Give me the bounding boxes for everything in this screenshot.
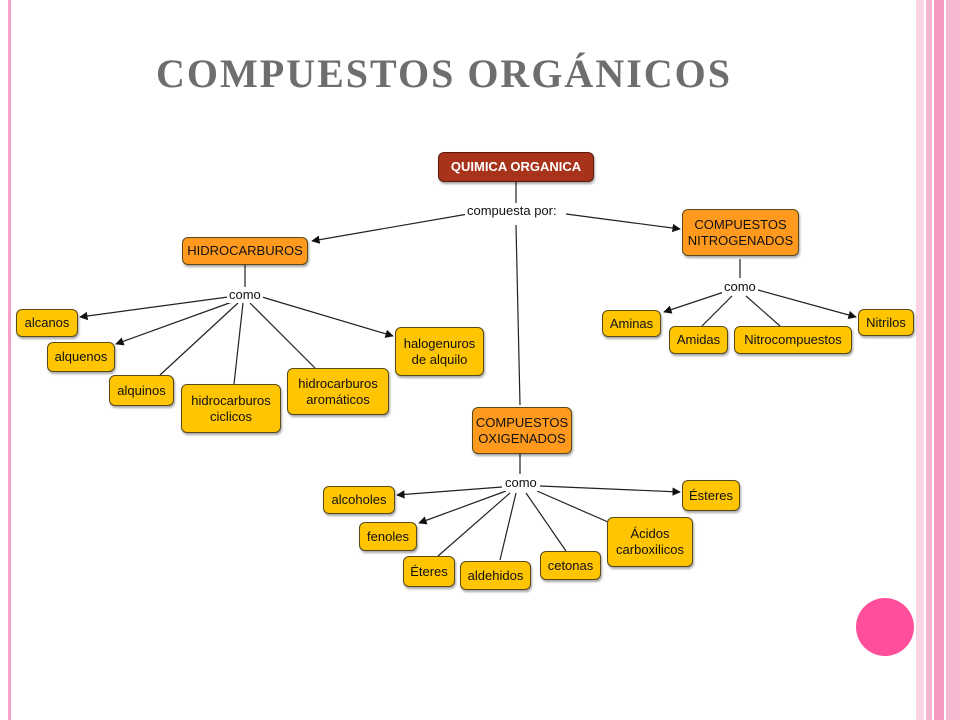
connector-nitrocompuestos <box>745 295 781 327</box>
connector-to-oxigenados <box>515 224 521 406</box>
node-aldehidos: aldehidos <box>460 561 531 590</box>
node-quimica-organica: QUIMICA ORGANICA <box>438 152 594 182</box>
node-acidos-carboxilicos: Ácidos carboxilicos <box>607 517 693 567</box>
node-hidrocarburos: HIDROCARBUROS <box>182 237 308 265</box>
connector-alquenos <box>115 301 233 346</box>
connector-hidro-ciclicos <box>233 302 244 385</box>
connector-aldehidos <box>499 492 517 561</box>
connector-to-nitrogenados <box>565 213 681 233</box>
node-amidas: Amidas <box>669 326 728 354</box>
connector-alcanos <box>79 296 229 321</box>
link-label-compuesta-por: compuesta por: <box>465 203 559 219</box>
connector-amidas <box>701 295 733 327</box>
link-label-como-hidrocarburos: como <box>227 287 263 303</box>
node-alcanos: alcanos <box>16 309 78 337</box>
connector-aminas <box>663 291 725 314</box>
connector-eteres <box>437 492 511 557</box>
connector-fenoles <box>418 490 507 525</box>
left-border <box>8 0 11 720</box>
connector-alcoholes <box>396 486 503 499</box>
node-halogenuros-de-alquilo: halogenuros de alquilo <box>395 327 484 376</box>
link-label-como-nitrogenados: como <box>722 279 758 295</box>
decorative-pink-dot <box>856 598 914 656</box>
connector-to-hidrocarburos <box>311 213 469 244</box>
connector-nitrilos <box>757 289 857 320</box>
slide-title: COMPUESTOS ORGÁNICOS <box>156 51 733 96</box>
node-alquinos: alquinos <box>109 375 174 406</box>
connector-acidos <box>536 490 609 523</box>
node-alcoholes: alcoholes <box>323 486 395 514</box>
link-label-como-oxigenados: como <box>503 475 539 491</box>
right-decorative-stripes <box>916 0 960 720</box>
node-compuestos-oxigenados: COMPUESTOS OXIGENADOS <box>472 407 572 454</box>
connector-halogenuros <box>261 296 394 338</box>
connector-cetonas <box>525 492 567 552</box>
node-esteres: Ésteres <box>682 480 740 511</box>
connector-alquinos <box>159 302 239 376</box>
connector-esteres <box>539 485 681 496</box>
node-hidrocarburos-aromaticos: hidrocarburos aromáticos <box>287 368 389 415</box>
node-nitrocompuestos: Nitrocompuestos <box>734 326 852 354</box>
node-fenoles: fenoles <box>359 522 417 551</box>
node-nitrilos: Nitrilos <box>858 309 914 336</box>
node-compuestos-nitrogenados: COMPUESTOS NITROGENADOS <box>682 209 799 256</box>
node-alquenos: alquenos <box>47 342 115 372</box>
node-eteres: Éteres <box>403 556 455 587</box>
connector-hidro-aromaticos <box>249 302 316 369</box>
node-aminas: Aminas <box>602 310 661 337</box>
node-hidrocarburos-ciclicos: hidrocarburos ciclicos <box>181 384 281 433</box>
node-cetonas: cetonas <box>540 551 601 580</box>
